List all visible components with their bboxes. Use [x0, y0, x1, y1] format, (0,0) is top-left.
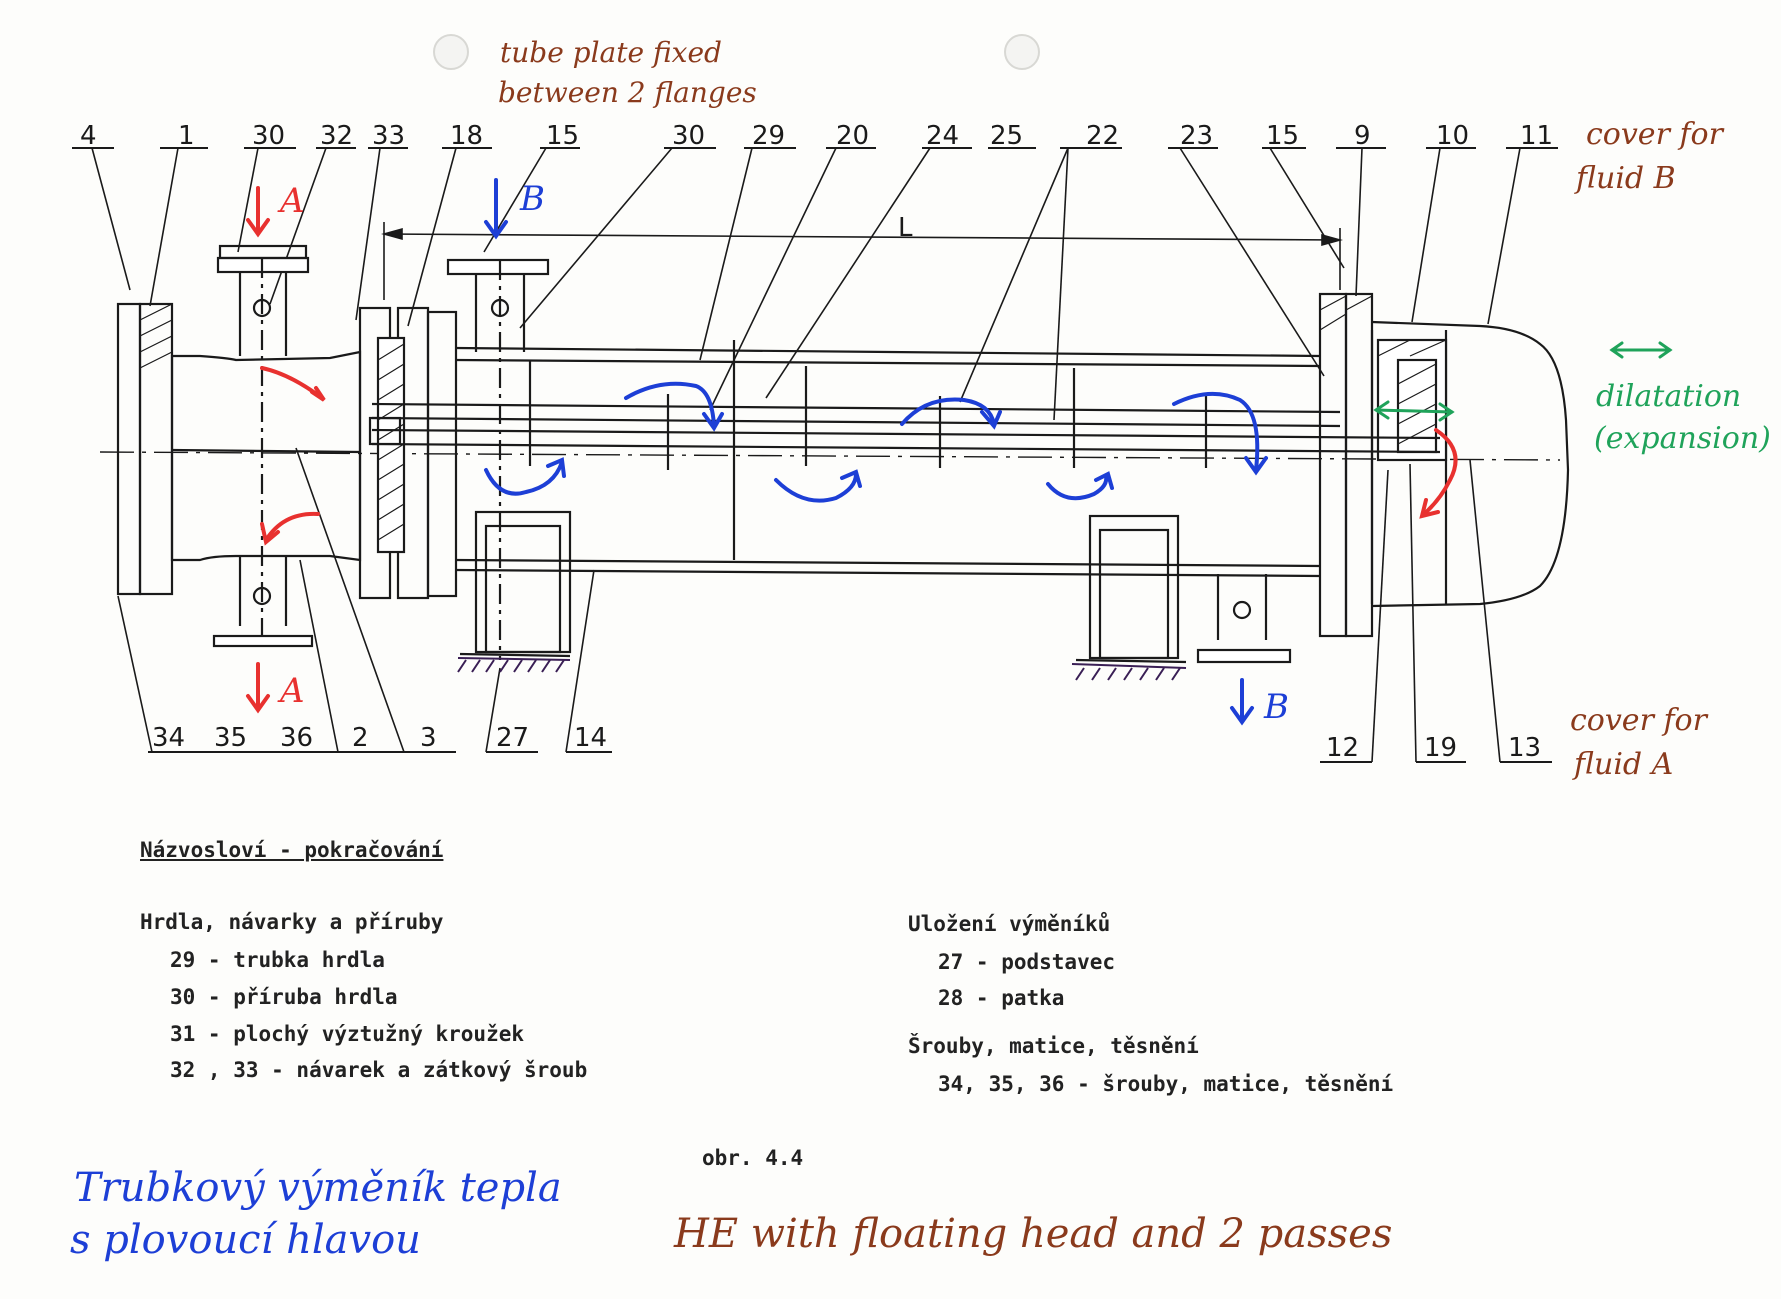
- note-dilatation-line2: (expansion): [1594, 421, 1771, 456]
- legend-right-item: 27 - podstavec: [938, 950, 1116, 974]
- ref-label-32: 32: [320, 121, 353, 151]
- exchanger-body: [116, 292, 1570, 638]
- fluid-a-label-top: A: [277, 181, 305, 221]
- supports: [459, 510, 1187, 664]
- ref-label-14: 14: [574, 723, 607, 753]
- ref-label-34: 34: [152, 723, 185, 753]
- fluid-a-label-bottom: A: [277, 671, 305, 711]
- handwritten-title-english: HE with floating head and 2 passes: [674, 1211, 1393, 1257]
- ref-label-1: 1: [178, 121, 195, 151]
- fluid-b-label-bottom: B: [1263, 687, 1289, 727]
- ref-label-3: 3: [420, 723, 437, 753]
- handwritten-title-czech-line2: s plovoucí hlavou: [70, 1217, 421, 1263]
- ref-label-15: 15: [546, 121, 579, 151]
- note-cover-b-line2: fluid B: [1574, 161, 1676, 196]
- legend-left-item: 31 - plochý výztužný kroužek: [170, 1022, 525, 1046]
- ref-label-35: 35: [214, 723, 247, 753]
- ref-label-19: 19: [1424, 733, 1457, 763]
- handwritten-title-czech-line1: Trubkový výměník tepla: [74, 1165, 562, 1211]
- fluid-b-label-top: B: [519, 179, 545, 219]
- expansion-arrow: [1373, 341, 1673, 422]
- ref-label-33: 33: [372, 121, 405, 151]
- ground-hatch: [457, 657, 1187, 681]
- ref-label-20: 20: [836, 121, 869, 151]
- ref-label-15b: 15: [1266, 121, 1299, 151]
- punch-hole: [433, 34, 469, 70]
- section-hatching: [139, 295, 1447, 541]
- punch-hole: [1004, 34, 1040, 70]
- ref-label-22: 22: [1086, 121, 1119, 151]
- ref-label-23: 23: [1180, 121, 1213, 151]
- legend-right-item: 28 - patka: [938, 986, 1065, 1010]
- legend-left-group-title: Hrdla, návarky a příruby: [140, 910, 444, 934]
- legend-right-group2-title: Šrouby, matice, těsnění: [908, 1034, 1199, 1058]
- legend-left-item: 32 , 33 - návarek a zátkový šroub: [170, 1058, 588, 1082]
- note-dilatation-line1: dilatation: [1596, 379, 1741, 414]
- ref-label-4: 4: [80, 121, 97, 151]
- ref-label-11: 11: [1520, 121, 1553, 151]
- ref-label-13: 13: [1508, 733, 1541, 763]
- dimension-L: [381, 222, 1343, 300]
- ref-label-30b: 30: [672, 121, 705, 151]
- ref-label-9: 9: [1354, 121, 1371, 151]
- note-cover-a-line1: cover for: [1570, 703, 1709, 738]
- note-tube-plate-line2: between 2 flanges: [498, 76, 757, 109]
- ref-label-30: 30: [252, 121, 285, 151]
- ref-label-10: 10: [1436, 121, 1469, 151]
- figure-caption: obr. 4.4: [702, 1146, 804, 1170]
- ref-label-25: 25: [990, 121, 1023, 151]
- nozzles: [212, 244, 1292, 664]
- legend-right-group1-title: Uložení výměníků: [908, 912, 1111, 936]
- legend-right-item: 34, 35, 36 - šrouby, matice, těsnění: [938, 1072, 1394, 1096]
- ref-label-36: 36: [280, 723, 313, 753]
- note-tube-plate-line1: tube plate fixed: [500, 36, 722, 69]
- ref-label-18: 18: [450, 121, 483, 151]
- ref-label-27: 27: [496, 723, 529, 753]
- ref-label-24: 24: [926, 121, 959, 151]
- legend-left-item: 30 - příruba hrdla: [170, 985, 398, 1009]
- legend-heading: Názvosloví - pokračování: [140, 838, 444, 862]
- centerline: [99, 451, 1561, 461]
- bottom-reference-labels: [148, 751, 1552, 763]
- ref-label-29: 29: [752, 121, 785, 151]
- leader-lines: [91, 147, 1521, 763]
- ref-label-2: 2: [352, 723, 369, 753]
- note-cover-a-line2: fluid A: [1572, 747, 1673, 782]
- fluid-a-flow-arrows: [246, 186, 1458, 714]
- note-cover-b-line1: cover for: [1586, 117, 1725, 152]
- ref-label-12: 12: [1326, 733, 1359, 763]
- fluid-b-flow-arrows: [484, 178, 1268, 726]
- dimension-label: L: [898, 213, 913, 243]
- legend-left-item: 29 - trubka hrdla: [170, 948, 385, 972]
